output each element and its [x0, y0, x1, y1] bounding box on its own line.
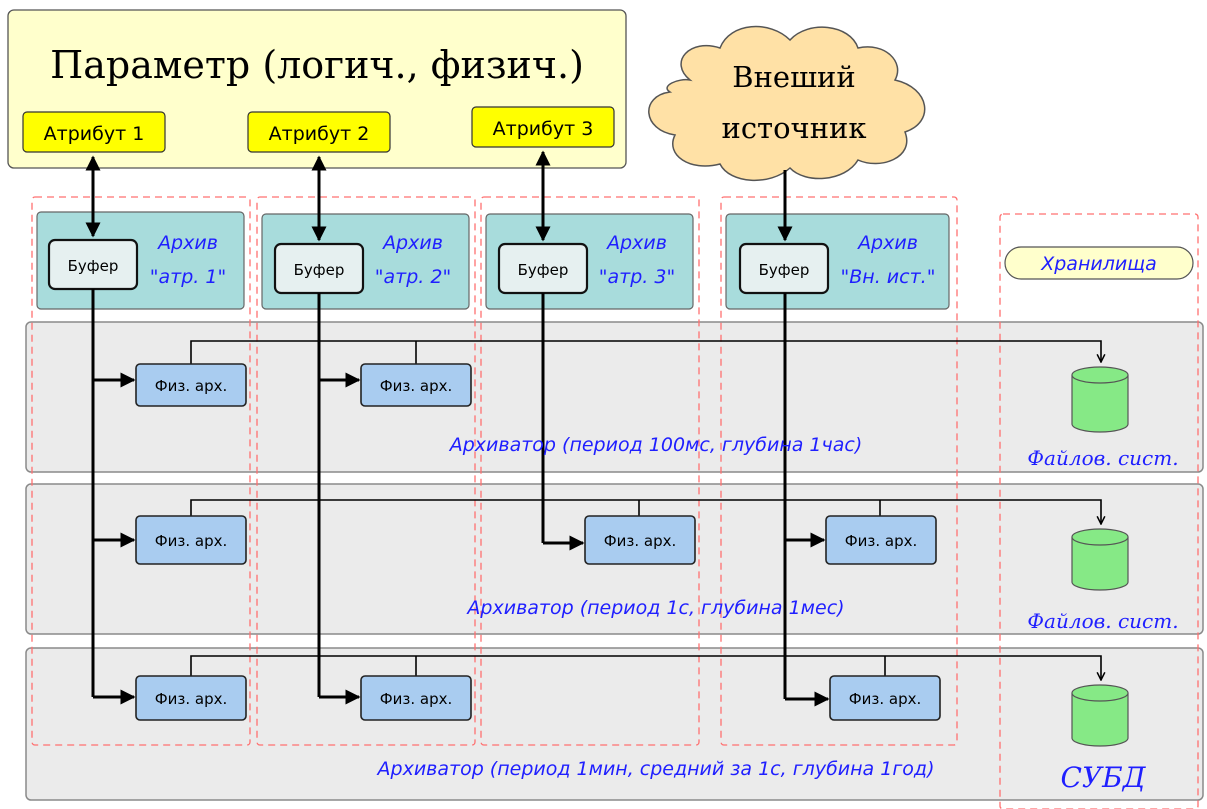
archiver-2-caption: Архиватор (период 1с, глубина 1мес)	[465, 597, 844, 619]
phys-archive-label: Физ. арх.	[155, 532, 228, 550]
storage-label-1: Файлов. сист.	[1027, 446, 1178, 470]
phys-archive-label: Физ. арх.	[845, 532, 918, 550]
archive-1-subtitle: "атр. 1"	[150, 266, 226, 288]
phys-archive-label: Физ. арх.	[604, 532, 677, 550]
column-outline-3	[480, 196, 700, 746]
phys-archive-r1-c2: Физ. арх.	[360, 363, 472, 407]
column-outlines	[31, 196, 1199, 809]
attribute-3: Атрибут 3	[471, 106, 615, 148]
archive-1-title: Архив	[156, 232, 218, 254]
external-source-line1: Внеший	[732, 60, 855, 94]
phys-archive-r3-c1: Физ. арх.	[135, 675, 247, 721]
buffer-1-label: Буфер	[68, 257, 119, 275]
phys-archive-r2-c1: Физ. арх.	[135, 515, 247, 565]
database-icon-2	[1071, 528, 1129, 591]
phys-archive-r2-c3: Физ. арх.	[584, 515, 696, 565]
phys-archive-label: Физ. арх.	[380, 690, 453, 708]
storage-badge: Хранилища	[1004, 246, 1194, 280]
archive-1: Буфер Архив "атр. 1"	[36, 211, 245, 310]
archive-4: Буфер Архив "Вн. ист."	[725, 213, 950, 310]
phys-archive-label: Физ. арх.	[380, 377, 453, 395]
phys-archive-r3-c4: Физ. арх.	[829, 675, 941, 721]
archive-2-subtitle: "атр. 2"	[375, 266, 451, 288]
storage-connector-3	[190, 655, 1101, 680]
phys-archive-label: Физ. арх.	[849, 690, 922, 708]
attribute-1: Атрибут 1	[22, 111, 166, 153]
phys-archive-r1-c1: Физ. арх.	[135, 363, 247, 407]
storage-badge-label: Хранилища	[1040, 253, 1157, 275]
physical-archives: Физ. арх. Физ. арх. Физ. арх. Физ. арх. …	[135, 363, 941, 721]
column-outline-1	[31, 196, 251, 746]
attribute-1-label: Атрибут 1	[44, 123, 145, 145]
archiver-1-caption: Архиватор (период 100мс, глубина 1час)	[448, 434, 863, 456]
database-icon-3	[1071, 684, 1129, 747]
buffer-2-label: Буфер	[294, 261, 345, 279]
external-source-cloud: Внеший источник	[648, 25, 926, 181]
archiver-3-caption: Архиватор (период 1мин, средний за 1с, г…	[376, 758, 935, 780]
storage-databases	[1071, 366, 1129, 747]
storage-label-2: Файлов. сист.	[1027, 609, 1178, 633]
buffer-4-label: Буфер	[759, 261, 810, 279]
column-outline-2	[256, 196, 476, 746]
archive-4-title: Архив	[856, 232, 918, 254]
archive-2: Буфер Архив "атр. 2"	[261, 213, 470, 310]
phys-archive-label: Физ. арх.	[155, 377, 228, 395]
attribute-2-label: Атрибут 2	[269, 123, 370, 145]
parameter-title: Параметр (логич., физич.)	[50, 43, 584, 87]
archive-2-title: Архив	[381, 232, 443, 254]
buffer-3-label: Буфер	[518, 261, 569, 279]
database-icon-1	[1071, 366, 1129, 433]
attribute-buffer-arrows	[85, 150, 793, 242]
storage-column-outline	[999, 213, 1199, 809]
archive-4-subtitle: "Вн. ист."	[841, 266, 936, 288]
external-source-line2: источник	[721, 111, 866, 145]
storage-connector-1	[190, 340, 1101, 364]
attribute-3-label: Атрибут 3	[493, 118, 594, 140]
phys-archive-label: Физ. арх.	[155, 690, 228, 708]
phys-archive-r2-c4: Физ. арх.	[825, 515, 937, 565]
archive-3: Буфер Архив "атр. 3"	[485, 213, 694, 310]
archive-3-subtitle: "атр. 3"	[599, 266, 675, 288]
attribute-2: Атрибут 2	[247, 111, 391, 153]
column-outline-4	[720, 196, 958, 746]
storage-connector-2	[190, 499, 1101, 524]
archive-3-title: Архив	[605, 232, 667, 254]
storage-label-3: СУБД	[1061, 761, 1147, 794]
storage-connectors	[190, 340, 1101, 680]
phys-archive-r3-c2: Физ. арх.	[360, 675, 472, 721]
buffer-flow-lines	[91, 289, 830, 707]
